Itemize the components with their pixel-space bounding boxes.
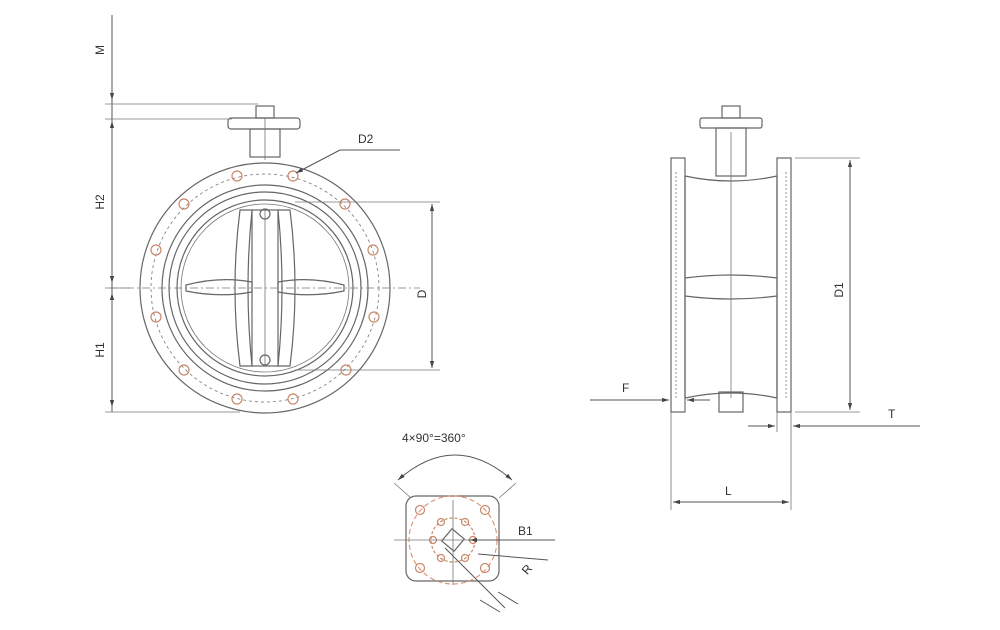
side-body	[684, 175, 778, 399]
label-B1: B1	[518, 524, 533, 538]
bolt-hole	[178, 364, 190, 376]
label-angle: 4×90°=360°	[402, 431, 466, 445]
side-stem	[699, 105, 763, 177]
label-R: R	[519, 561, 536, 577]
stem-square	[440, 527, 466, 553]
angle-arc	[397, 454, 513, 481]
bolt-hole	[178, 198, 190, 210]
label-D1: D1	[832, 282, 846, 298]
right-flange	[776, 157, 792, 413]
bolt-hole	[150, 244, 162, 256]
label-H2: H2	[93, 194, 107, 210]
top-flange-detail: 4×90°=360° B1 R	[393, 431, 555, 613]
plate-hole	[414, 504, 426, 516]
d2-leader	[295, 149, 400, 174]
plate-hole	[414, 562, 426, 574]
bolt-holes	[150, 170, 380, 405]
mounting-plate	[405, 495, 500, 582]
label-F: F	[622, 381, 629, 395]
bolt-hole	[287, 170, 299, 182]
bolt-hole	[231, 393, 243, 405]
plate-hole	[479, 562, 491, 574]
valve-disc	[185, 208, 345, 367]
bolt-hole	[150, 311, 162, 323]
label-D: D	[415, 289, 429, 298]
label-L: L	[725, 484, 732, 498]
bolt-hole	[231, 170, 243, 182]
stem-top-flange	[227, 105, 301, 160]
label-H1: H1	[93, 342, 107, 358]
bolt-hole	[367, 244, 379, 256]
side-bottom-stub	[718, 391, 744, 413]
bolt-hole	[368, 311, 380, 323]
left-flange	[670, 157, 686, 413]
t-dimension	[748, 412, 920, 510]
plate-hole	[479, 504, 491, 516]
side-view: D1 F T L	[590, 105, 920, 510]
bolt-hole	[287, 393, 299, 405]
label-M: M	[93, 45, 107, 55]
label-D2: D2	[358, 132, 374, 146]
f-dimension	[590, 397, 710, 510]
bolt-hole	[339, 198, 351, 210]
front-view: M H2 H1 D2 D	[93, 15, 440, 414]
d1-dimension	[795, 157, 860, 413]
d-dimension	[295, 201, 440, 371]
label-T: T	[888, 407, 896, 421]
height-dimensions	[105, 15, 258, 413]
